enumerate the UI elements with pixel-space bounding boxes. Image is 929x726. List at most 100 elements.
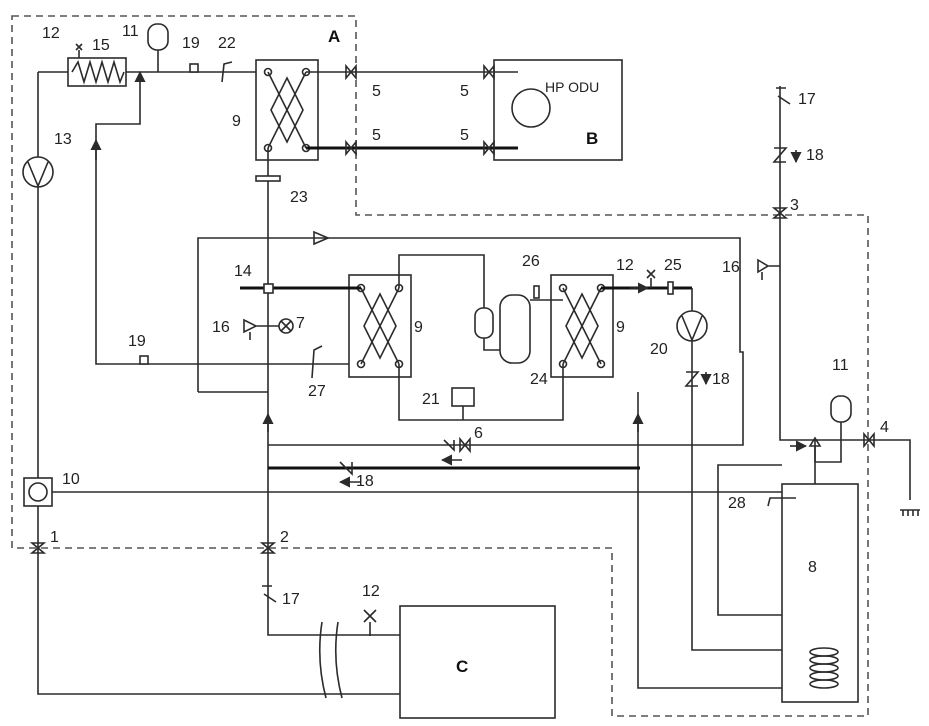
label-24: 24 — [530, 371, 548, 388]
pipe-left-vertical — [37, 72, 400, 695]
pump-20 — [676, 310, 708, 343]
label-16b: 16 — [722, 259, 740, 276]
label-23: 23 — [290, 189, 308, 206]
gauge-7 — [268, 318, 294, 334]
pipe-tank-vessel — [815, 422, 842, 463]
compressor-21 — [451, 387, 475, 407]
valve-5b — [483, 63, 495, 81]
label-12c: 12 — [362, 583, 380, 600]
label-15: 15 — [92, 37, 110, 54]
sensor-23 — [255, 175, 281, 182]
label-27: 27 — [308, 383, 326, 400]
label-17a: 17 — [798, 91, 816, 108]
pipe-inner-bypass — [197, 237, 744, 446]
plate-heat-exchanger-right — [550, 274, 614, 378]
vent-12-load — [363, 609, 377, 636]
sensor-25 — [667, 281, 674, 295]
heat-pump-odu-box — [493, 59, 623, 161]
label-20: 20 — [650, 341, 668, 358]
sensor-19-top — [189, 63, 199, 73]
area-label-b: B — [586, 129, 598, 148]
drain-ground — [900, 509, 920, 516]
label-11b: 11 — [832, 357, 849, 374]
pipe-pump20 — [691, 288, 782, 651]
expansion-vessel-tank — [830, 395, 852, 423]
label-8: 8 — [808, 559, 817, 576]
pipe-return-19 — [95, 70, 349, 365]
label-9a: 9 — [232, 113, 241, 130]
label-7: 7 — [296, 315, 305, 332]
label-14: 14 — [234, 263, 252, 280]
plate-heat-exchanger-top — [255, 59, 319, 161]
pipe-tank-outlet — [815, 439, 911, 500]
check-valve-6 — [443, 439, 455, 452]
label-13: 13 — [54, 131, 72, 148]
label-4: 4 — [880, 419, 889, 436]
load-c-box — [399, 605, 556, 719]
mixing-valve — [808, 436, 822, 462]
label-19a: 19 — [182, 35, 200, 52]
relief-valve-16-left — [243, 318, 268, 340]
valve-4 — [863, 431, 875, 449]
label-2: 2 — [280, 529, 289, 546]
label-18b: 18 — [712, 371, 730, 388]
storage-tank — [781, 483, 859, 703]
label-28: 28 — [728, 495, 746, 512]
valve-1 — [29, 542, 47, 554]
pipe-right-vertical — [779, 86, 816, 484]
pump-13 — [22, 156, 54, 189]
label-17b: 17 — [282, 591, 300, 608]
flow-device-10 — [23, 477, 53, 507]
label-6: 6 — [474, 425, 483, 442]
label-9c: 9 — [616, 319, 625, 336]
electric-heater — [67, 57, 127, 87]
label-19b: 19 — [128, 333, 146, 350]
check-valve-18-right — [772, 147, 788, 163]
unit-a-boundary — [11, 15, 869, 717]
plate-heat-exchanger-left — [348, 274, 412, 378]
label-25: 25 — [664, 257, 682, 274]
receiver-small — [474, 307, 494, 339]
expansion-vessel-top — [147, 23, 169, 51]
valve-2 — [259, 542, 277, 554]
label-9b: 9 — [414, 319, 423, 336]
sensor-27 — [311, 345, 323, 379]
label-12a: 12 — [42, 25, 60, 42]
label-10: 10 — [62, 471, 80, 488]
valve-5c — [345, 139, 357, 157]
label-26: 26 — [522, 253, 540, 270]
pipe-refrig-b — [483, 338, 500, 351]
safety-valve-17-bottom — [262, 585, 277, 603]
tank-coil — [809, 647, 839, 689]
label-3: 3 — [790, 197, 799, 214]
label-5b: 5 — [460, 83, 469, 100]
valve-5a — [345, 63, 357, 81]
odu-label: HP ODU — [545, 79, 599, 95]
label-5c: 5 — [372, 127, 381, 144]
valve-3 — [771, 207, 789, 219]
pipe-refrig-a — [398, 254, 485, 308]
relief-valve-16-right — [757, 258, 780, 280]
area-label-c: C — [456, 657, 468, 676]
label-18c: 18 — [356, 473, 374, 490]
valve-5d — [483, 139, 495, 157]
sensor-26 — [533, 285, 540, 299]
safety-valve-17-top — [776, 87, 791, 105]
pipe-to-tank-bottom — [637, 392, 782, 689]
pipe-phe-top-down — [267, 148, 400, 636]
label-5a: 5 — [372, 83, 381, 100]
pipe-tank-left-loop — [717, 464, 782, 616]
label-21: 21 — [422, 391, 440, 408]
label-16a: 16 — [212, 319, 230, 336]
sensor-28 — [767, 497, 796, 507]
check-valve-18-mid — [339, 461, 353, 476]
pipe-break-marks — [318, 621, 343, 699]
receiver-24 — [499, 294, 531, 364]
pipe-refrig-d — [398, 364, 564, 421]
label-18a: 18 — [806, 147, 824, 164]
vent-12-mid — [646, 269, 656, 288]
check-valve-18-pump — [684, 371, 700, 387]
fitting-14 — [263, 283, 274, 294]
vent-12-top — [75, 43, 83, 58]
